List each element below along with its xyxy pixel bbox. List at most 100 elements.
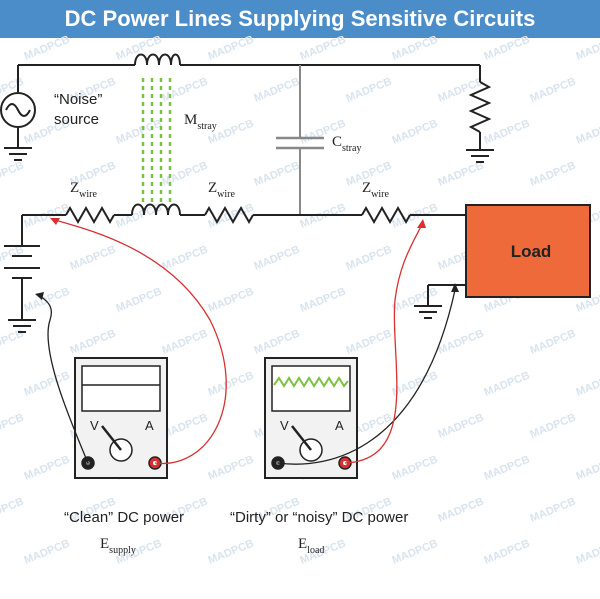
watermark-text: MADPCB (22, 34, 71, 63)
watermark-text: MADPCB (482, 538, 531, 567)
top-coil (134, 53, 181, 66)
watermark-text: MADPCB (344, 76, 393, 105)
watermark-text: MADPCB (528, 496, 577, 525)
watermark-text: MADPCB (68, 328, 117, 357)
watermark-text: MADPCB (574, 454, 600, 483)
watermark-text: MADPCB (160, 328, 209, 357)
watermark-text: MADPCB (252, 244, 301, 273)
m-stray-label: Mstray (184, 112, 217, 132)
watermark-text: MADPCB (574, 34, 600, 63)
watermark-text: MADPCB (482, 118, 531, 147)
watermark-text: MADPCB (528, 76, 577, 105)
watermark-text: MADPCB (206, 454, 255, 483)
watermark-text: MADPCB (206, 34, 255, 63)
meter-v-label-1: V (90, 418, 99, 433)
e-supply-label: Esupply (100, 536, 136, 556)
watermark-text: MADPCB (436, 76, 485, 105)
watermark-text: MADPCB (160, 160, 209, 189)
watermark-text: MADPCB (206, 286, 255, 315)
watermark-text: MADPCB (114, 118, 163, 147)
watermark-text: MADPCB (160, 76, 209, 105)
watermark-text: MADPCB (390, 286, 439, 315)
z-wire-label-3: Zwire (362, 180, 390, 200)
watermark-text: MADPCB (574, 538, 600, 567)
watermark-text: MADPCB (390, 454, 439, 483)
probe-lead-black-1 (39, 295, 89, 464)
watermark-text: MADPCB (22, 370, 71, 399)
probe-lead-black-2 (277, 289, 456, 465)
watermark-text: MADPCB (574, 118, 600, 147)
watermark-text: MADPCB (0, 412, 26, 441)
voltmeter-clean: V A (74, 357, 168, 479)
probe-lead-red-2 (344, 223, 423, 464)
watermark-text: MADPCB (114, 34, 163, 63)
watermark-text: MADPCB (68, 244, 117, 273)
load-label: Load (511, 242, 552, 261)
watermark-text: MADPCB (252, 76, 301, 105)
meter-needle-1 (101, 425, 122, 451)
ground-icon-load (414, 305, 442, 319)
watermark-text: MADPCB (482, 370, 531, 399)
e-load-label: Eload (298, 536, 324, 556)
watermark-text: MADPCB (298, 202, 347, 231)
page-title: DC Power Lines Supplying Sensitive Circu… (0, 0, 600, 38)
watermark-text: MADPCB (390, 34, 439, 63)
ground-icon-source (4, 147, 32, 161)
watermark-text: MADPCB (482, 454, 531, 483)
lower-coil (131, 203, 181, 216)
z-wire-resistor-1 (65, 205, 115, 225)
watermark-text: MADPCB (22, 454, 71, 483)
probe-lead-red-1 (54, 219, 227, 465)
noisy-trace (273, 376, 349, 388)
watermark-text: MADPCB (344, 328, 393, 357)
voltmeter-dirty: V A (264, 357, 358, 479)
noise-source-label-2: source (54, 111, 99, 128)
watermark-text: MADPCB (482, 34, 531, 63)
z-wire-labels: Zwire Zwire Zwire (70, 180, 390, 200)
meter-a-label-1: A (145, 418, 154, 433)
z-wire-resistor-3 (361, 205, 411, 225)
meter-screen-dirty (271, 365, 351, 412)
watermark-text: MADPCB (390, 118, 439, 147)
ground-icon-battery (8, 319, 36, 333)
clean-caption: “Clean” DC power (64, 509, 184, 526)
watermark-text: MADPCB (298, 34, 347, 63)
watermark-text: MADPCB (22, 286, 71, 315)
watermark-text: MADPCB (528, 412, 577, 441)
watermark-text: MADPCB (22, 202, 71, 231)
watermark-text: MADPCB (22, 538, 71, 567)
c-stray-label: Cstray (332, 134, 361, 154)
watermark-text: MADPCB (114, 202, 163, 231)
watermark-text: MADPCB (114, 286, 163, 315)
z-wire-label-1: Zwire (70, 180, 98, 200)
z-wire-label-2: Zwire (208, 180, 236, 200)
dirty-caption: “Dirty” or “noisy” DC power (230, 509, 408, 526)
meter-v-label-2: V (280, 418, 289, 433)
watermark-text: MADPCB (0, 160, 26, 189)
resistor-right (468, 81, 492, 133)
meter-a-label-2: A (335, 418, 344, 433)
watermark-text: MADPCB (390, 538, 439, 567)
watermark-text: MADPCB (252, 328, 301, 357)
watermark-text: MADPCB (206, 370, 255, 399)
watermark-text: MADPCB (390, 202, 439, 231)
watermark-text: MADPCB (252, 160, 301, 189)
watermark-text: MADPCB (436, 496, 485, 525)
watermark-text: MADPCB (528, 328, 577, 357)
z-wire-resistor-2 (204, 205, 254, 225)
meter-needle-2 (291, 425, 312, 451)
mutual-coupling-lines (141, 78, 172, 205)
battery-icon (4, 245, 40, 279)
watermark-text: MADPCB (160, 244, 209, 273)
noise-source-label-1: “Noise” (54, 91, 102, 108)
meter-screen-clean (81, 365, 161, 412)
watermark-text: MADPCB (0, 496, 26, 525)
watermark-text: MADPCB (436, 160, 485, 189)
watermark-text: MADPCB (206, 538, 255, 567)
watermark-text: MADPCB (344, 244, 393, 273)
watermark-text: MADPCB (298, 286, 347, 315)
load-box (465, 204, 591, 298)
watermark-text: MADPCB (574, 370, 600, 399)
watermark-text: MADPCB (436, 412, 485, 441)
